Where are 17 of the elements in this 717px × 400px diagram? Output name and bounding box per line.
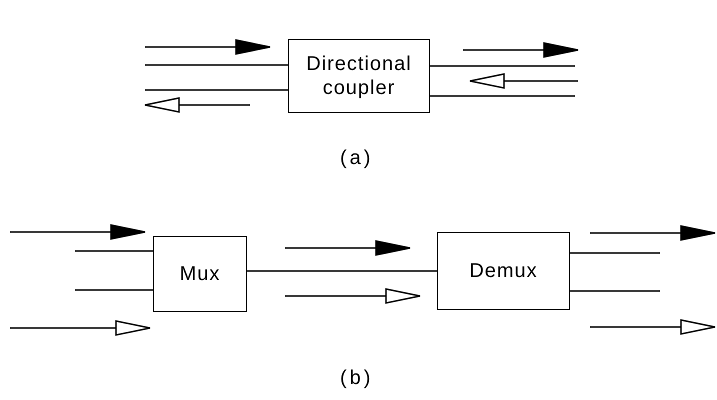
panel-label: (a) (340, 147, 374, 170)
signal-line (75, 250, 153, 252)
signal-line (430, 65, 575, 67)
signal-line (430, 95, 575, 97)
signal-line (75, 289, 153, 291)
mux-box (153, 236, 247, 312)
panel-label: (b) (340, 367, 374, 390)
signal-line (145, 89, 288, 91)
signal-line (145, 64, 288, 66)
box-label: Demux (469, 259, 538, 283)
coupler-box (288, 39, 430, 113)
signal-line (570, 252, 660, 254)
box-label: Mux (180, 262, 220, 286)
signal-line (570, 290, 660, 292)
box-label: Directional coupler (305, 52, 413, 100)
signal-line (247, 270, 437, 272)
demux-box (437, 232, 570, 310)
